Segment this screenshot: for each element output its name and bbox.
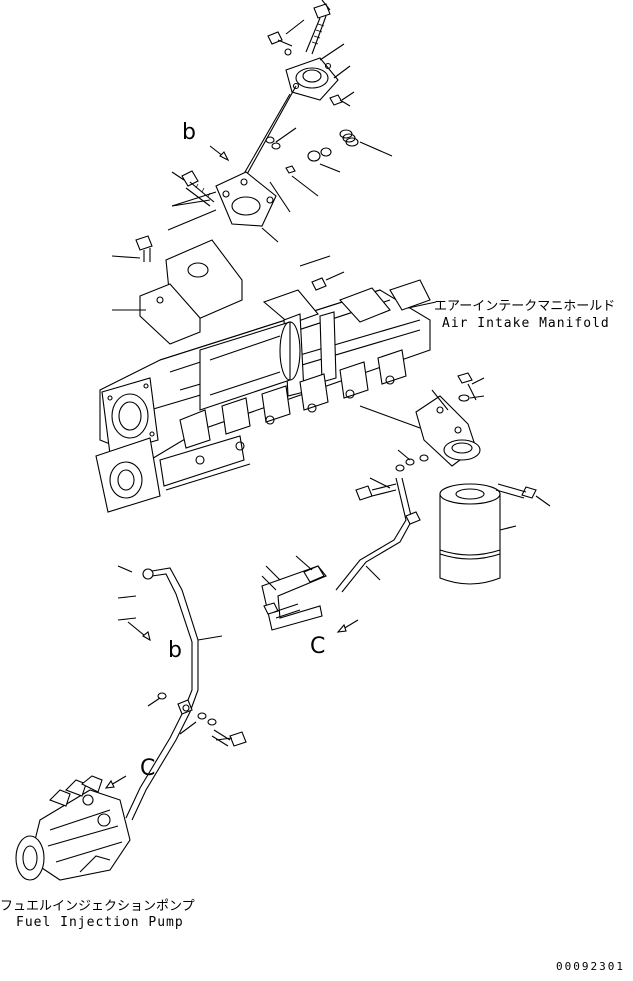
manifold-label-en: Air Intake Manifold: [442, 316, 610, 331]
fuel-pipe-icon: [335, 477, 421, 593]
pump-bolt-icon: [211, 729, 247, 747]
clip-icon: [299, 255, 345, 291]
filter-head-icon: [415, 395, 481, 467]
right-bolt-icon: [495, 483, 551, 507]
mid-bracket-icon: [215, 136, 281, 227]
view-reference-c-bottom: C: [140, 756, 157, 781]
long-bolt-icon: [181, 170, 215, 207]
pump-label-jp: フュエルインジェクションポンプ: [0, 899, 195, 914]
view-reference-b-top: b: [182, 120, 197, 145]
fuel-line-icon: [125, 567, 199, 821]
filter-bolt-icon: [457, 372, 477, 402]
hollow-bolt-icon: [355, 454, 429, 501]
view-reference-b-bottom: b: [168, 638, 183, 663]
small-bolt-icon: [267, 31, 351, 107]
pipe-bracket-icon: [261, 555, 327, 631]
bracket-bolt-icon: [135, 235, 153, 262]
pump-label-en: Fuel Injection Pump: [16, 915, 184, 930]
spring-icon: [339, 129, 393, 157]
top-bolt-icon: [305, 0, 331, 55]
bracket-screw-icon: [263, 602, 301, 619]
view-reference-c-mid: C: [310, 634, 327, 659]
manifold-label-jp: エアーインテークマニホールド: [434, 299, 616, 314]
fuel-injection-pump-icon: [15, 775, 131, 881]
top-flange-icon: [285, 57, 339, 101]
washer-icon: [307, 147, 341, 173]
air-intake-manifold-icon: [95, 279, 431, 513]
drawing-code: 00092301: [556, 960, 625, 973]
small-screw-icon: [285, 165, 319, 197]
support-bracket-icon: [139, 239, 243, 345]
eye-joint-icon: [157, 692, 217, 726]
fuel-filter-icon: [439, 483, 501, 585]
